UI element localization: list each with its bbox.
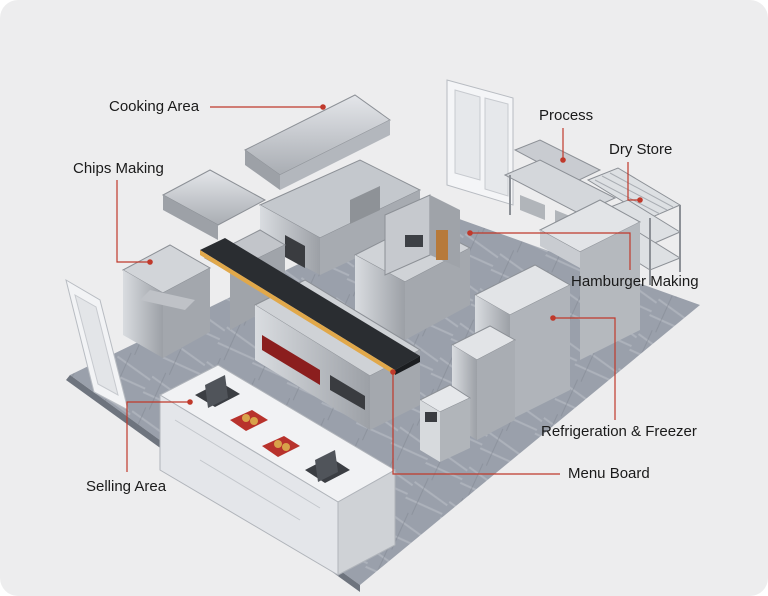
label-refrigeration-freezer: Refrigeration & Freezer: [541, 423, 697, 440]
back-door: [446, 79, 514, 206]
leader-selling-area: [126, 401, 190, 472]
leader-lines: [116, 104, 643, 475]
label-dry-store: Dry Store: [609, 141, 673, 158]
selling-counter: [158, 364, 397, 576]
cooking-hood: [244, 94, 391, 190]
label-menu-board: Menu Board: [568, 465, 650, 482]
label-cooking-area: Cooking Area: [109, 98, 200, 115]
label-chips-making: Chips Making: [73, 160, 164, 177]
label-process: Process: [539, 107, 594, 124]
leader-refrigeration: [553, 317, 616, 420]
leader-dot-dry-store: [637, 197, 643, 203]
leader-dot-hamburger-making: [467, 230, 473, 236]
menu-board: [200, 238, 420, 375]
label-selling-area: Selling Area: [86, 478, 167, 495]
leader-dot-chips-making: [147, 259, 153, 265]
soft-serve-machine: [418, 384, 472, 462]
label-hamburger-making: Hamburger Making: [571, 273, 699, 290]
leader-dot-cooking-area: [320, 104, 326, 110]
leader-dry-store: [627, 162, 640, 201]
left-door: [65, 278, 129, 411]
leader-menu-board: [392, 372, 560, 475]
leader-hamburger-making: [470, 232, 631, 270]
leader-dot-refrigeration: [550, 315, 556, 321]
leader-chips-making: [116, 180, 150, 263]
chips-hood: [161, 169, 267, 240]
leader-dot-menu-board: [390, 369, 396, 375]
hamburger-station: [353, 194, 472, 340]
leader-dot-process: [560, 157, 566, 163]
leader-dot-selling-area: [187, 399, 193, 405]
